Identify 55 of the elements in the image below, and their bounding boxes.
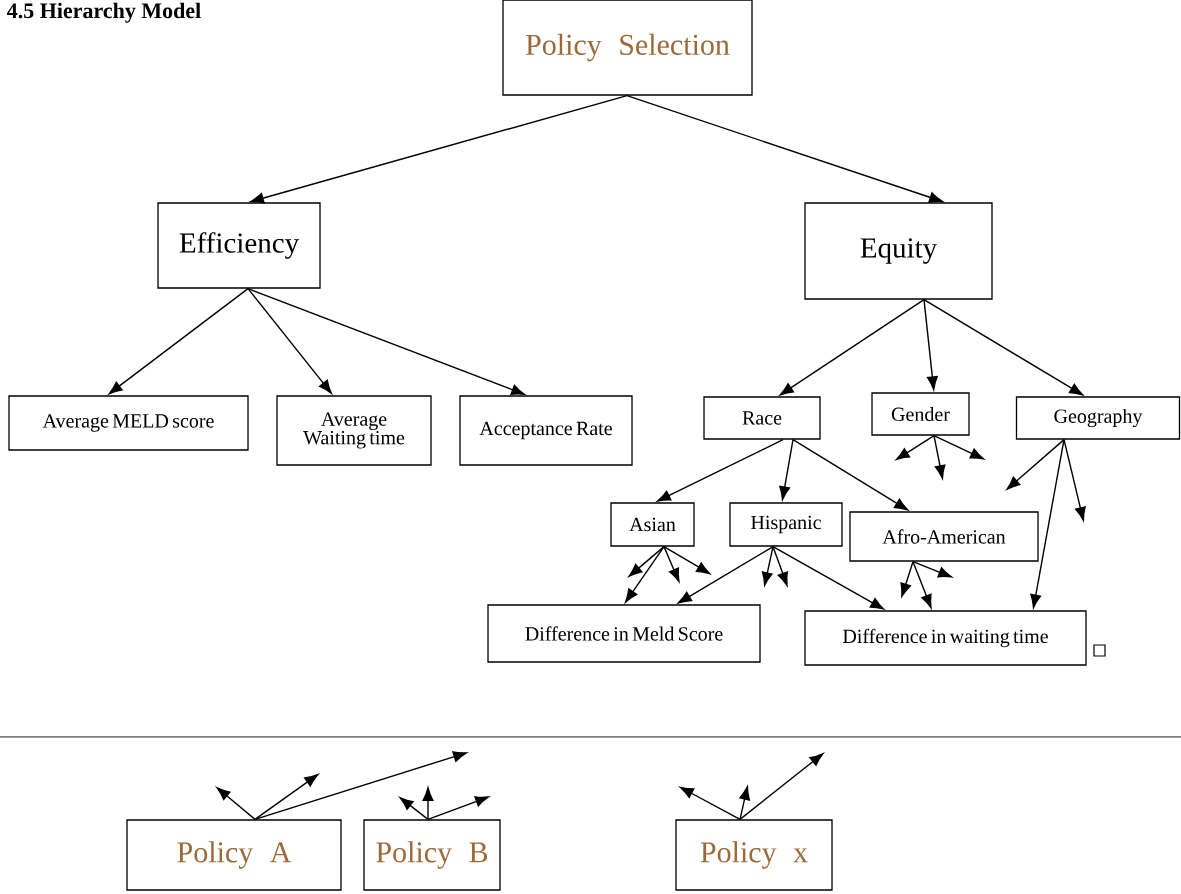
node-box: Efficiency xyxy=(157,202,321,289)
arrow xyxy=(679,786,741,821)
arrow xyxy=(739,786,750,821)
node-box: Equity xyxy=(804,202,993,300)
arrow xyxy=(427,796,489,821)
arrow xyxy=(912,560,932,609)
arrow xyxy=(792,438,909,511)
arrow xyxy=(663,545,680,583)
node-box: Hispanic xyxy=(729,502,843,547)
arrow xyxy=(923,298,938,391)
node-box: Race xyxy=(703,396,821,440)
arrow xyxy=(399,797,429,821)
arrow xyxy=(895,434,935,461)
node-box: Acceptance Rate xyxy=(459,395,633,466)
arrow xyxy=(933,434,985,460)
arrow xyxy=(779,438,794,501)
arrow xyxy=(739,753,824,821)
node-box: Difference in Meld Score xyxy=(487,604,761,663)
arrow xyxy=(626,94,943,203)
arrow xyxy=(1006,438,1065,490)
arrow xyxy=(624,545,665,603)
node-box: Average Waiting time xyxy=(276,395,432,466)
node-box: Policy A xyxy=(126,819,342,891)
arrow xyxy=(216,787,256,821)
node-box: Gender xyxy=(871,392,970,436)
arrow xyxy=(923,298,1084,396)
arrow xyxy=(772,545,885,610)
arrow xyxy=(628,545,665,577)
node-box: Geography xyxy=(1015,396,1181,440)
arrow xyxy=(108,287,249,395)
arrow xyxy=(663,545,711,575)
node-box: Afro-American xyxy=(849,511,1039,562)
arrow xyxy=(1030,438,1065,609)
arrow xyxy=(254,751,467,821)
arrow xyxy=(422,787,434,821)
node-box: Policy B xyxy=(363,819,501,891)
arrow xyxy=(247,287,525,396)
node-box: Asian xyxy=(610,502,695,547)
arrow xyxy=(250,94,628,204)
arrow xyxy=(254,773,319,821)
arrow xyxy=(1063,438,1086,521)
arrow xyxy=(772,545,788,586)
node-box: Policy Selection xyxy=(502,0,753,96)
arrow xyxy=(247,287,332,394)
arrow xyxy=(656,438,784,502)
node-box: Policy x xyxy=(675,819,833,891)
arrow xyxy=(912,560,953,578)
arrow xyxy=(677,545,774,604)
arrow xyxy=(761,545,774,586)
arrow xyxy=(933,434,946,479)
arrow xyxy=(900,560,914,597)
heading: 4.5 Hierarchy Model xyxy=(7,2,201,23)
node-box: Average MELD score xyxy=(8,395,249,451)
arrow xyxy=(779,298,925,396)
node-box: Difference in waiting time xyxy=(804,610,1087,666)
